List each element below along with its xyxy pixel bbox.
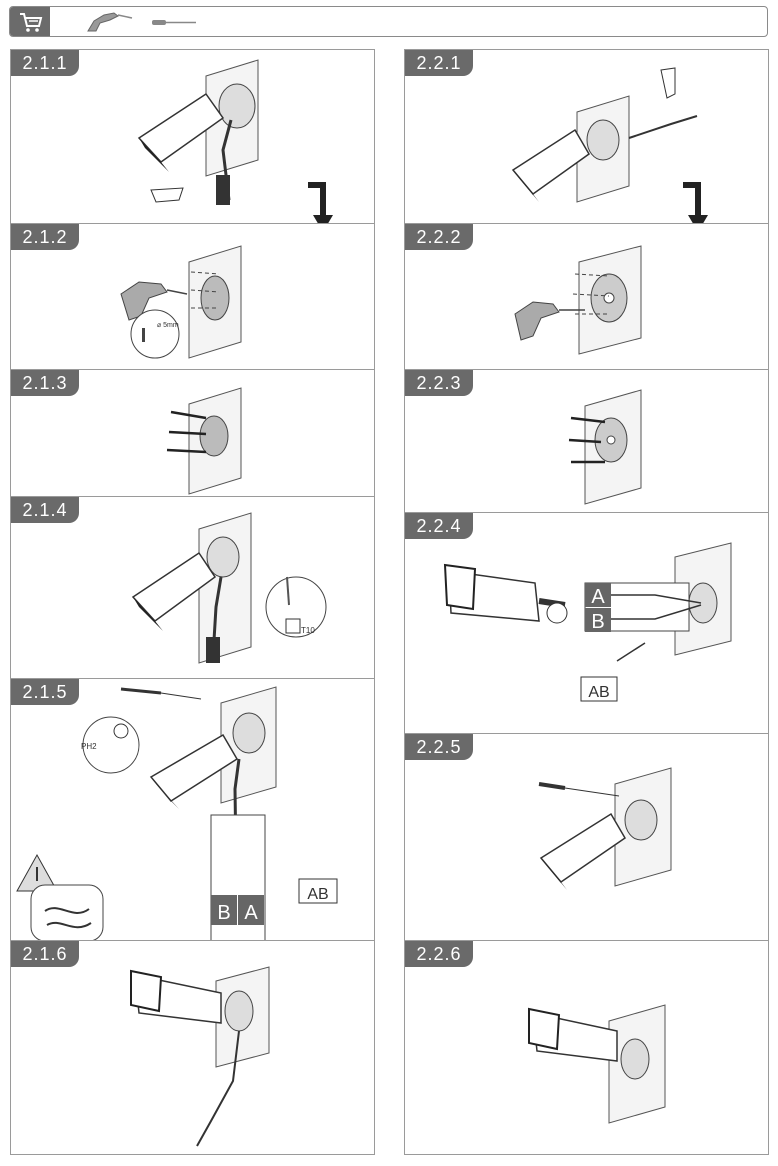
step-number: 2.2.6 xyxy=(405,941,473,967)
step-number: 2.2.2 xyxy=(405,224,473,250)
cable-label-box xyxy=(585,608,611,632)
cable-label-box xyxy=(585,583,611,607)
cable-label-box xyxy=(211,895,237,925)
step-panel: 2.1.3 xyxy=(11,370,374,497)
hole-size-label: ⌀ 5mm xyxy=(157,322,179,329)
cart-icon xyxy=(10,7,50,36)
step-number: 2.2.3 xyxy=(405,370,473,396)
mount-screws-illustration: T10 xyxy=(131,512,327,664)
step-panel: 2.1.1 xyxy=(11,50,374,224)
step-number: 2.1.5 xyxy=(11,679,79,705)
camera-mount-illustration xyxy=(511,67,708,223)
step-number: 2.1.6 xyxy=(11,941,79,967)
step-panel: 2.2.2 xyxy=(405,224,768,370)
step-panel: 2.2.6 xyxy=(405,941,768,1156)
step-panel: 2.1.5 PH2 B A AB xyxy=(11,679,374,941)
phillips-label: PH2 xyxy=(81,742,97,751)
cable-label: A xyxy=(591,586,605,608)
manual-book-label: AB xyxy=(588,684,609,701)
drill-wall-illustration: ⌀ 5mm xyxy=(120,245,242,359)
cable-label-box xyxy=(238,895,264,925)
step-panel: 2.1.2 ⌀ 5mm xyxy=(11,224,374,370)
cable-label: B xyxy=(591,611,604,633)
step-number: 2.1.2 xyxy=(11,224,79,250)
step-number: 2.2.4 xyxy=(405,513,473,539)
anchors-illustration xyxy=(568,389,642,505)
screwdriver-icon xyxy=(152,20,196,25)
step-number: 2.2.1 xyxy=(405,50,473,76)
step-number: 2.1.3 xyxy=(11,370,79,396)
step-panel: 2.2.3 xyxy=(405,370,768,513)
attach-camera-illustration: PH2 B A AB xyxy=(16,686,338,940)
step-number: 2.2.5 xyxy=(405,734,473,760)
step-panel: 2.1.4 T10 xyxy=(11,497,374,679)
step-panel: 2.2.1 xyxy=(405,50,768,224)
completed-install-illustration xyxy=(528,1004,666,1124)
cable-connection-illustration: A B AB xyxy=(443,542,732,702)
right-column: 2.2.1 2.2.2 2.2.3 xyxy=(404,49,769,1155)
cable-label: A xyxy=(244,902,258,924)
camera-mount-illustration xyxy=(137,59,333,223)
attach-camera-illustration xyxy=(538,767,672,890)
header-toolbar xyxy=(9,6,768,37)
cable-label: B xyxy=(217,902,230,924)
step-panel: 2.1.6 xyxy=(11,941,374,1156)
drill-wall-illustration xyxy=(514,245,642,355)
manual-book-label: AB xyxy=(307,886,328,903)
step-number: 2.1.1 xyxy=(11,50,79,76)
drill-icon xyxy=(87,12,133,32)
tools-icons xyxy=(74,7,204,36)
step-panel: 2.2.5 xyxy=(405,734,768,941)
step-number: 2.1.4 xyxy=(11,497,79,523)
torx-label: T10 xyxy=(301,626,315,635)
step-panel: 2.2.4 A B AB xyxy=(405,513,768,734)
completed-install-illustration xyxy=(130,966,270,1147)
left-column: 2.1.1 2.1.2 ⌀ 5mm 2.1.3 xyxy=(10,49,375,1155)
anchors-illustration xyxy=(166,387,242,495)
